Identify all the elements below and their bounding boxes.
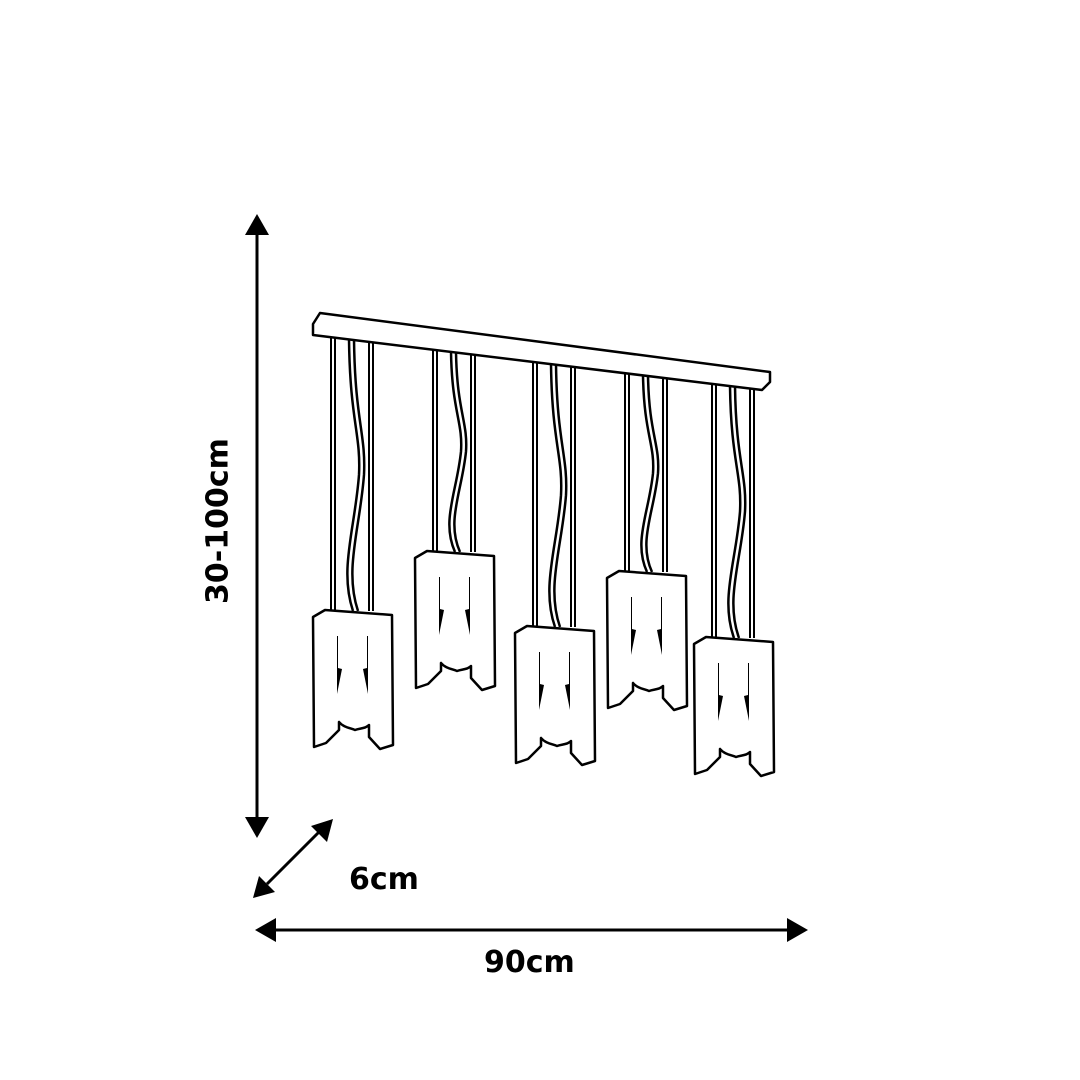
shade-slit bbox=[657, 597, 662, 655]
height-label: 30-100cm bbox=[200, 438, 236, 604]
power-cable bbox=[448, 351, 463, 553]
shade-slit bbox=[363, 636, 368, 694]
shade-slit bbox=[539, 652, 544, 710]
shade-slit bbox=[718, 663, 723, 721]
lamp-shade bbox=[692, 635, 776, 778]
depth-arrow bbox=[253, 819, 333, 898]
power-cable bbox=[553, 364, 568, 628]
power-cable bbox=[346, 339, 361, 612]
lamp-shade bbox=[513, 624, 597, 767]
width-label: 90cm bbox=[484, 945, 575, 980]
power-cable bbox=[453, 351, 468, 553]
width-arrow bbox=[255, 918, 808, 942]
shade-slit bbox=[337, 636, 342, 694]
power-cable bbox=[548, 364, 563, 628]
height-arrow bbox=[245, 214, 269, 838]
shade-slit bbox=[744, 663, 749, 721]
shade-slit bbox=[439, 577, 444, 635]
canopy bbox=[311, 311, 772, 392]
lamp-shade bbox=[311, 608, 395, 751]
power-cable bbox=[645, 375, 660, 573]
pendant-lamp-2 bbox=[413, 349, 497, 692]
pendant-lamp-5 bbox=[692, 384, 776, 778]
power-cable bbox=[732, 386, 747, 639]
pendant-lamp-3 bbox=[513, 362, 597, 767]
lamp-shade bbox=[605, 569, 689, 712]
shade-slit bbox=[631, 597, 636, 655]
shade-slit bbox=[465, 577, 470, 635]
power-cable bbox=[351, 339, 366, 612]
power-cable bbox=[727, 386, 742, 639]
depth-label: 6cm bbox=[349, 862, 419, 897]
pendant-lamp-4 bbox=[605, 373, 689, 712]
shade-slit bbox=[565, 652, 570, 710]
lamp-shade bbox=[413, 549, 497, 692]
power-cable bbox=[640, 375, 655, 573]
pendant-lamp-1 bbox=[311, 337, 395, 751]
